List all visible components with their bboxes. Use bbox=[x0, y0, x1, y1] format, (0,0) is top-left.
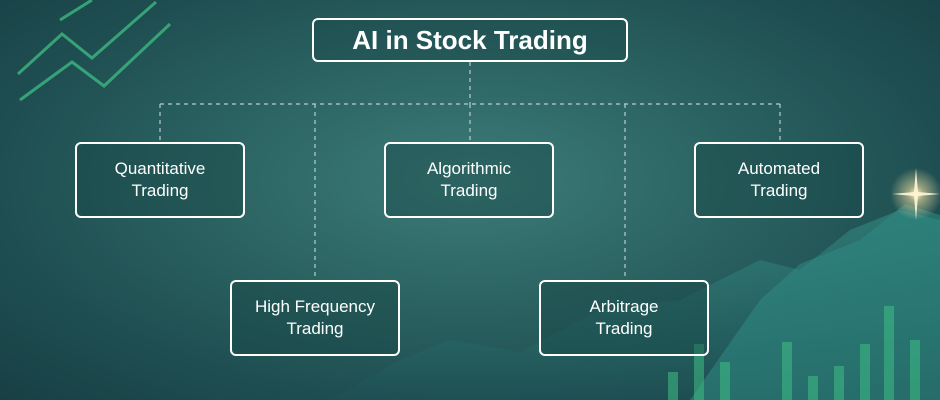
node-label: High Frequency Trading bbox=[254, 297, 375, 338]
node-quantitative-trading: Quantitative Trading bbox=[75, 142, 245, 218]
node-label: Quantitative Trading bbox=[114, 159, 206, 200]
node-high-frequency-trading: High Frequency Trading bbox=[230, 280, 400, 356]
node-algorithmic-trading: Algorithmic Trading bbox=[384, 142, 554, 218]
node-label: Automated Trading bbox=[737, 159, 821, 200]
trend-arrow-icon bbox=[16, 0, 172, 102]
bar-chart-icon bbox=[668, 306, 920, 400]
node-label: Arbitrage Trading bbox=[589, 297, 659, 338]
node-arbitrage-trading: Arbitrage Trading bbox=[539, 280, 709, 356]
node-label: Algorithmic Trading bbox=[426, 159, 512, 200]
node-automated-trading: Automated Trading bbox=[694, 142, 864, 218]
diagram-title: AI in Stock Trading bbox=[312, 18, 628, 62]
